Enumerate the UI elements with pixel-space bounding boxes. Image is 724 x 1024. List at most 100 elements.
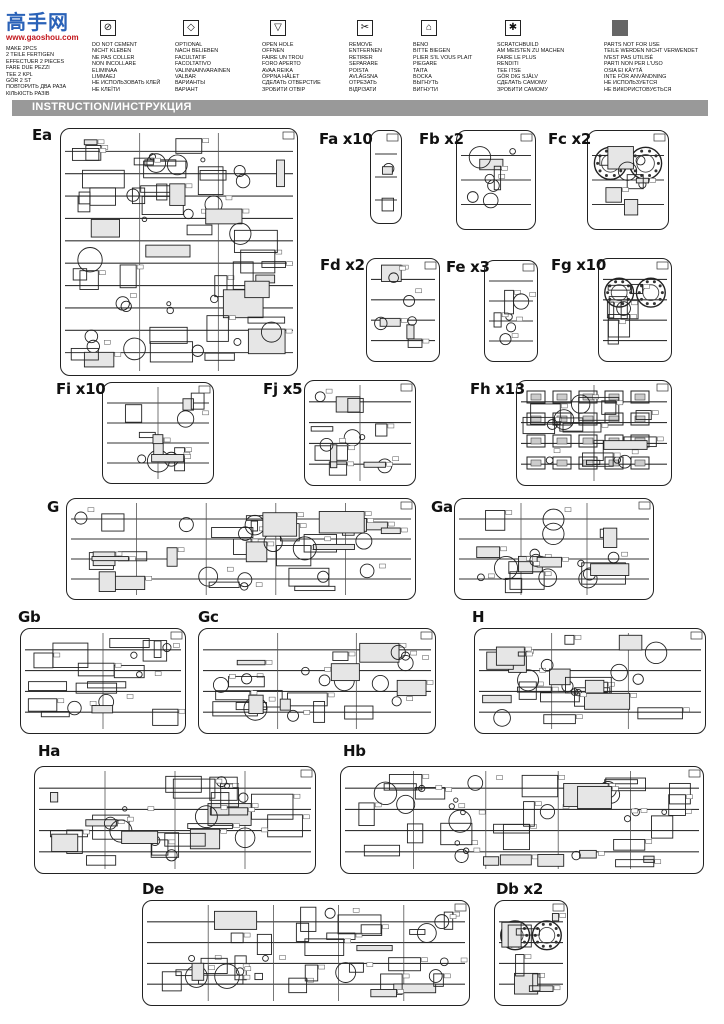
part-number xyxy=(324,536,331,542)
sprue-drawing-hb xyxy=(345,769,701,869)
part-number xyxy=(580,692,587,698)
part xyxy=(504,577,523,594)
instruction-bar: INSTRUCTION/ИНСТРУКЦИЯ xyxy=(12,100,708,116)
sprue-drawing-db xyxy=(499,903,566,995)
wheel-bolt xyxy=(604,174,608,178)
part-number xyxy=(366,962,374,967)
part xyxy=(313,701,326,723)
part xyxy=(287,692,328,707)
sprue-tag xyxy=(688,769,701,778)
legend-line: BENO xyxy=(413,42,429,48)
part-number xyxy=(352,908,360,913)
legend-line: BITTE BIEGEN xyxy=(413,48,451,55)
part xyxy=(608,296,628,319)
sprue-drawing-g xyxy=(71,501,413,595)
part xyxy=(635,155,646,166)
part-number xyxy=(496,775,503,780)
legend-row: 高手网 www.gaoshou.com MAKE 2pcs2 TEILE FER… xyxy=(0,0,724,98)
part xyxy=(371,674,389,693)
part-number xyxy=(458,803,466,808)
part xyxy=(454,840,461,846)
part-number xyxy=(242,208,250,214)
part-number xyxy=(631,808,638,814)
part-number xyxy=(559,913,566,918)
part xyxy=(314,391,326,403)
part xyxy=(28,681,68,691)
part xyxy=(616,301,631,316)
part xyxy=(91,556,129,562)
part xyxy=(517,669,540,692)
wheel-bolt xyxy=(626,284,630,288)
part xyxy=(27,698,58,712)
sprue-tag xyxy=(520,133,533,142)
wheel-bolt xyxy=(598,169,602,173)
part xyxy=(460,809,466,816)
legend-line: OPEN HOLE xyxy=(262,42,294,48)
part-number xyxy=(227,566,234,572)
part-number xyxy=(185,447,192,452)
part xyxy=(166,306,174,315)
part xyxy=(493,312,502,328)
sprue-frame-db xyxy=(494,900,568,1006)
part-number xyxy=(422,774,430,779)
part xyxy=(208,581,240,588)
part xyxy=(485,510,506,531)
part xyxy=(565,676,612,694)
part-number xyxy=(388,521,395,527)
part-number xyxy=(505,510,513,515)
sprue-drawing-ea xyxy=(65,131,295,371)
part xyxy=(190,392,205,410)
part xyxy=(130,651,138,659)
sprue-frame-h xyxy=(474,628,706,734)
part-number xyxy=(355,932,363,938)
track-guide xyxy=(582,437,594,445)
part xyxy=(577,786,612,810)
legend-line: ПОВТОРИТЬ ДВА РАЗА xyxy=(6,84,67,91)
part xyxy=(391,696,402,707)
part xyxy=(409,929,426,935)
legend-line: СДЕЛАТЬ ОТВЕРСТИЕ xyxy=(262,80,321,87)
site-logo[interactable]: 高手网 www.gaoshou.com xyxy=(6,6,79,42)
legend-line: OFFNEN xyxy=(262,48,285,55)
legend-line: ВІДРІЗАТИ xyxy=(349,86,377,93)
legend-line: NICHT KLEBEN xyxy=(92,48,132,55)
part xyxy=(615,859,655,868)
part xyxy=(570,394,591,414)
part-number xyxy=(299,523,307,528)
part xyxy=(301,666,310,676)
part-number xyxy=(307,977,314,983)
part-number xyxy=(426,680,434,685)
part-number xyxy=(619,319,626,325)
legend-line: НЕ КЛЕЇТИ xyxy=(92,86,120,93)
part xyxy=(644,641,668,665)
part xyxy=(584,692,631,710)
part-number xyxy=(422,338,430,344)
part-number xyxy=(233,823,240,828)
part xyxy=(98,571,116,592)
part xyxy=(74,511,88,525)
part xyxy=(571,850,581,861)
sprue-label-fe: Fe x3 xyxy=(446,258,490,276)
part-number xyxy=(324,667,331,672)
sprue-label-gb: Gb xyxy=(18,608,41,626)
wheel-bolt xyxy=(541,944,545,948)
part xyxy=(86,855,117,866)
part xyxy=(148,153,156,161)
part-number xyxy=(631,449,639,455)
part xyxy=(214,275,228,298)
part xyxy=(149,326,188,344)
legend-line: FARE DUE PEZZI xyxy=(6,65,50,72)
sprue-drawing-h xyxy=(479,631,703,729)
part-number xyxy=(244,966,252,971)
part-number xyxy=(87,507,95,512)
part xyxy=(359,563,375,579)
part xyxy=(156,183,168,201)
wheel-hub xyxy=(610,284,628,302)
track-link xyxy=(604,412,624,426)
part-number xyxy=(202,410,209,416)
